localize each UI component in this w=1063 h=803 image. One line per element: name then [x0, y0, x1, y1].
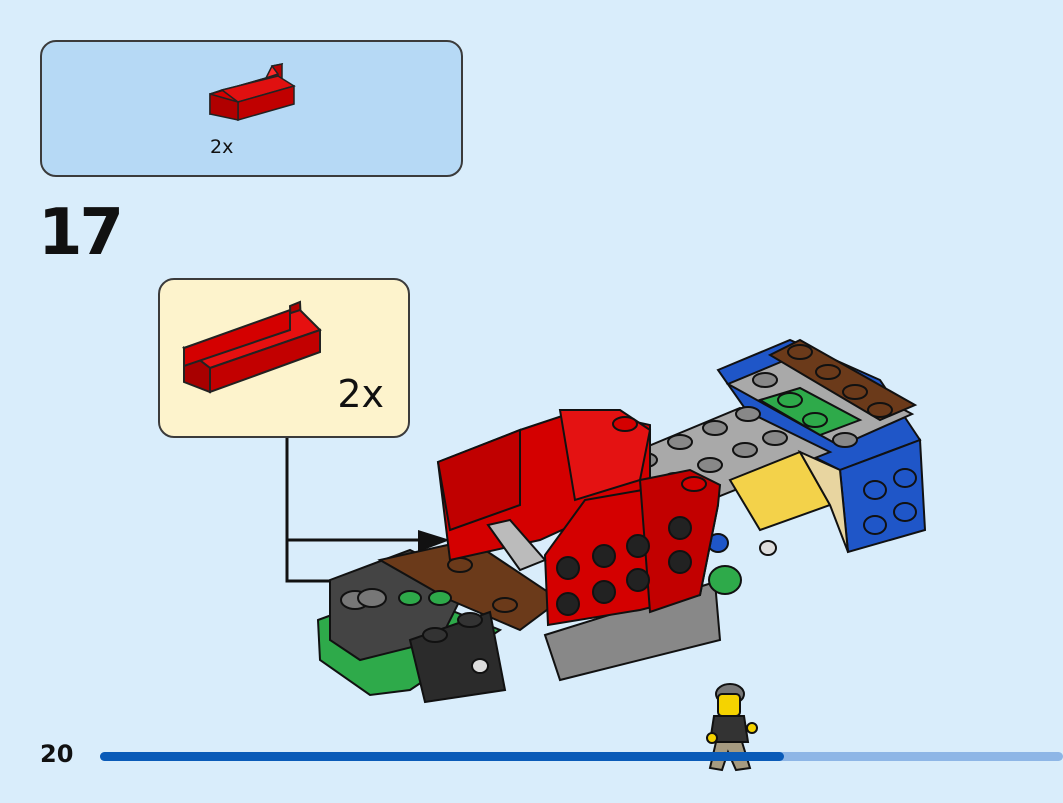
parts-list-box: 2x — [40, 40, 463, 177]
callout-count-label: 2x — [337, 372, 384, 416]
subassembly-callout: 2x — [158, 278, 410, 438]
minifigure-icon — [706, 683, 758, 772]
red-panel-piece-icon — [181, 300, 322, 394]
red-seats — [436, 408, 722, 627]
step-number: 17 — [38, 196, 124, 270]
arrow-head-icon — [418, 530, 450, 552]
chassis-studs — [340, 533, 777, 674]
page-number: 20 — [40, 740, 74, 768]
parts-count-label: 2x — [210, 136, 234, 158]
red-studs — [556, 416, 707, 616]
progress-bar — [100, 752, 1063, 761]
progress-fill — [100, 752, 784, 761]
red-panel-piece-icon — [209, 62, 296, 121]
